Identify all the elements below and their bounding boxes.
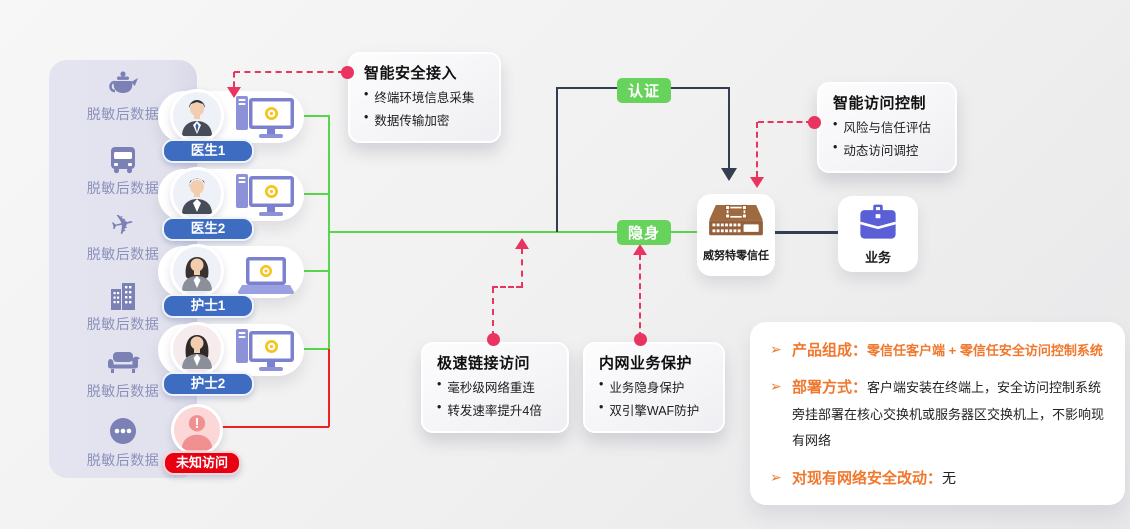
stealth-tag: 隐身: [617, 220, 672, 245]
fast-link-callout: 极速链接访问 毫秒级网络重连 转发速率提升4倍: [421, 342, 569, 433]
callout-bullet: 动态访问调控: [831, 140, 945, 159]
secure-access-arrowhead: [227, 87, 241, 98]
gateway-node: 威努特零信任: [697, 194, 775, 276]
nurse1-avatar: [170, 244, 224, 298]
callout-title: 内网业务保护: [599, 355, 693, 372]
sofa-icon: [108, 352, 140, 373]
flow-line-user4: [302, 348, 329, 350]
doctor1-avatar: [170, 89, 224, 143]
user-pill: 护士2: [162, 372, 254, 396]
info-item-deployment: 部署方式：客户端安装在终端上，安全访问控制系统旁挂部署在核心交换机或服务器区交换…: [770, 375, 1107, 454]
data-source-label: 脱敏后数据: [86, 180, 160, 196]
data-source-item: 脱敏后数据: [49, 347, 197, 401]
callout-bullet: 业务隐身保护: [597, 377, 713, 396]
data-source-item: 脱敏后数据: [49, 280, 197, 334]
fast-link-dot: [487, 333, 500, 346]
business-label: 业务: [864, 250, 891, 265]
zero-trust-gateway-icon: [709, 204, 763, 236]
data-source-item: 脱敏后数据: [49, 144, 197, 198]
user-pill: 未知访问: [163, 451, 241, 475]
more-dots-icon: [110, 418, 136, 444]
info-item-product: 产品组成：零信任客户端 + 零信任安全访问控制系统: [770, 338, 1107, 364]
briefcase-icon: [860, 204, 896, 239]
bus-icon: [111, 147, 135, 174]
info-heading: 部署方式：: [792, 379, 868, 397]
fast-link-dash-v2: [521, 248, 523, 288]
auth-tag: 认证: [617, 78, 672, 103]
access-control-callout: 智能访问控制 风险与信任评估 动态访问调控: [817, 82, 957, 173]
access-control-dot: [808, 116, 821, 129]
access-control-dash-h: [758, 121, 812, 123]
auth-arrowhead: [721, 168, 737, 181]
auth-line-right: [728, 87, 730, 169]
secure-access-dot: [341, 66, 354, 79]
fast-link-dash-v1: [492, 287, 494, 337]
gateway-business-link: [775, 231, 838, 234]
callout-title: 智能安全接入: [364, 65, 458, 82]
secure-access-dash-h: [234, 71, 344, 73]
callout-bullet: 数据传输加密: [362, 110, 489, 129]
user-pill: 医生2: [162, 217, 254, 241]
flow-line-unknown: [221, 426, 329, 428]
building-icon: [111, 283, 135, 310]
desktop-computer-icon: [236, 96, 294, 138]
fast-link-arrowhead: [515, 238, 529, 249]
user-pill: 医生1: [162, 139, 254, 163]
info-text: 零信任客户端 + 零信任安全访问控制系统: [867, 343, 1103, 358]
data-source-label: 脱敏后数据: [86, 316, 160, 332]
callout-bullet: 风险与信任评估: [831, 117, 945, 136]
nurse2-avatar: [170, 322, 224, 376]
unknown-person-icon: !: [181, 415, 213, 451]
info-heading: 对现有网络安全改动：: [792, 469, 943, 487]
flow-line-red-trunk: [328, 349, 330, 427]
secure-access-dash-v: [233, 72, 235, 87]
user-pill: 护士1: [162, 294, 254, 318]
flow-line-green-main: [328, 231, 698, 233]
data-source-item: 脱敏后数据: [49, 70, 197, 124]
female-avatar-icon: [182, 335, 212, 369]
intranet-protect-dot: [634, 333, 647, 346]
unknown-user-avatar: !: [171, 404, 223, 456]
airplane-icon: ✈: [107, 206, 138, 243]
teapot-icon: [109, 71, 138, 93]
intranet-protect-arrowhead: [633, 244, 647, 255]
access-control-dash-v: [756, 122, 758, 177]
business-node: 业务: [838, 196, 918, 272]
data-source-item: 脱敏后数据: [49, 416, 197, 470]
secure-access-callout: 智能安全接入 终端环境信息采集 数据传输加密: [348, 52, 501, 143]
laptop-computer-icon: [238, 257, 294, 294]
flow-line-user3: [302, 270, 329, 272]
desktop-computer-icon: [236, 329, 294, 371]
callout-bullet: 毫秒级网络重连: [435, 377, 557, 396]
callout-bullet: 转发速率提升4倍: [435, 400, 557, 419]
male-avatar-icon: [182, 100, 212, 136]
male-avatar-icon: [182, 178, 212, 214]
info-heading: 产品组成：: [792, 342, 868, 359]
callout-title: 极速链接访问: [437, 355, 531, 372]
svg-text:!: !: [195, 416, 200, 432]
info-text: 客户端安装在终端上，安全访问控制系统旁挂部署在核心交换机或服务器区交换机上，不影…: [792, 380, 1105, 449]
data-source-label: 脱敏后数据: [86, 383, 160, 399]
auth-line-left: [556, 87, 558, 232]
data-source-label: 脱敏后数据: [86, 246, 160, 262]
gateway-label: 威努特零信任: [703, 250, 769, 262]
callout-bullet: 终端环境信息采集: [362, 87, 489, 106]
data-source-label: 脱敏后数据: [86, 106, 160, 122]
intranet-protect-dash-v: [639, 254, 641, 338]
data-source-item: ✈ 脱敏后数据: [49, 206, 197, 264]
product-info-panel: 产品组成：零信任客户端 + 零信任安全访问控制系统 部署方式：客户端安装在终端上…: [750, 322, 1125, 505]
callout-bullet: 双引擎WAF防护: [597, 400, 713, 419]
fast-link-dash-h: [492, 286, 522, 288]
desktop-computer-icon: [236, 174, 294, 216]
info-item-network-change: 对现有网络安全改动：无: [770, 466, 1107, 492]
female-avatar-icon: [182, 257, 212, 291]
intranet-protect-callout: 内网业务保护 业务隐身保护 双引擎WAF防护: [583, 342, 725, 433]
info-text: 无: [942, 469, 957, 486]
data-source-label: 脱敏后数据: [86, 452, 160, 468]
access-control-arrowhead: [750, 177, 764, 188]
callout-title: 智能访问控制: [833, 95, 927, 112]
doctor2-avatar: [170, 167, 224, 221]
flow-line-user2: [302, 193, 329, 195]
flow-line-user1: [302, 115, 329, 117]
